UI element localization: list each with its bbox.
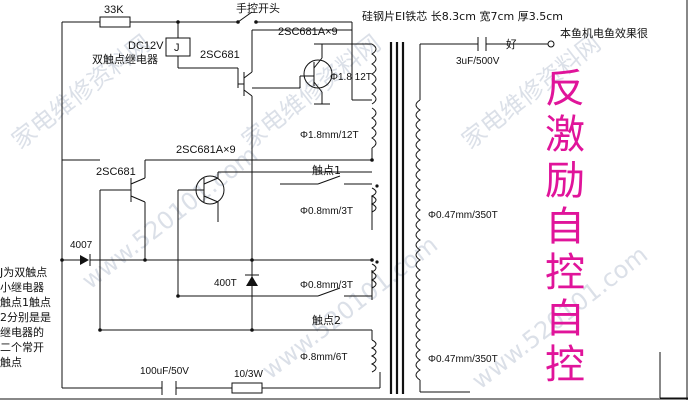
- label-core: 硅钢片EI铁芯 长8.3cm 宽7cm 厚3.5cm: [362, 9, 563, 23]
- transistor-q1: [238, 71, 253, 97]
- note-line: 2分别是是: [0, 311, 51, 324]
- label-w3: Φ0.8mm/3T: [300, 206, 353, 217]
- label-output: 本鱼机电鱼效果很: [560, 26, 648, 40]
- label-good: 好: [506, 37, 517, 51]
- capacitor-bottom: [161, 381, 177, 395]
- label-res-bottom: 10/3W: [234, 369, 263, 380]
- component-labels: 33K 手控开头 硅钢片EI铁芯 长8.3cm 宽7cm 厚3.5cm DC12…: [70, 1, 648, 380]
- label-sec1: Φ0.47mm/350T: [428, 210, 498, 221]
- label-contact2: 触点2: [312, 313, 341, 327]
- watermark-text: www.520101.com: [76, 140, 263, 294]
- label-relay-voltage: DC12V: [128, 40, 164, 52]
- label-cap-out: 3uF/500V: [456, 56, 500, 67]
- label-q-top: 2SC681A×9: [278, 26, 338, 38]
- title-column: 反 激 励 自 控 自 控: [545, 66, 585, 388]
- title-char: 控: [545, 342, 585, 388]
- relay-coil: J: [165, 37, 191, 57]
- note-line: J为双触点: [0, 265, 47, 279]
- watermark-text: www.520101.com: [256, 230, 443, 384]
- secondary-winding: [415, 99, 421, 381]
- diode-2: [245, 274, 259, 286]
- note-line: 继电器的: [0, 325, 44, 339]
- label-r-top: 33K: [104, 4, 124, 16]
- label-w1: Φ1.8 12T: [330, 72, 372, 83]
- title-char: 激: [545, 112, 585, 158]
- label-cap-bottom: 100uF/50V: [140, 366, 189, 377]
- transistor-bank-mid: [195, 175, 225, 205]
- resistor-bottom: [231, 382, 263, 394]
- note-line: 触点1触点: [0, 295, 51, 309]
- label-relay-type: 双触点继电器: [92, 52, 158, 66]
- capacitor-output: [477, 37, 487, 51]
- note-line: 二个常开: [0, 341, 44, 354]
- title-char: 自: [545, 296, 585, 342]
- transistor-q2: [125, 177, 146, 203]
- label-switch: 手控开头: [236, 1, 280, 15]
- primary-windings: [370, 43, 379, 373]
- note-line: 小继电器: [0, 281, 44, 294]
- transformer-core: [389, 42, 405, 394]
- label-diode2: 400T: [214, 278, 237, 289]
- transistor-bank-top: [300, 44, 333, 93]
- title-char: 反: [545, 66, 585, 112]
- label-w4: Φ0.8mm/3T: [300, 280, 353, 291]
- note-line: 触点: [0, 355, 22, 369]
- label-q2: 2SC681: [96, 166, 136, 178]
- label-w5: Φ.8mm/6T: [300, 352, 347, 363]
- diode-1: [80, 254, 91, 266]
- label-contact1: 触点1: [312, 163, 341, 177]
- relay-note: J为双触点 小继电器 触点1触点 2分别是是 继电器的 二个常开 触点: [0, 265, 51, 369]
- output-terminal: [547, 40, 555, 48]
- label-q-mid: 2SC681A×9: [176, 144, 236, 156]
- label-sec2: Φ0.47mm/350T: [428, 354, 498, 365]
- label-diode1: 4007: [70, 240, 93, 251]
- title-char: 自: [545, 204, 585, 250]
- resistor-33k: [99, 16, 131, 28]
- label-q1: 2SC681: [200, 49, 240, 61]
- title-char: 控: [545, 250, 585, 296]
- label-w2: Φ1.8mm/12T: [300, 130, 359, 141]
- relay-letter: J: [174, 42, 180, 54]
- title-char: 励: [545, 158, 585, 204]
- wiring: [60, 11, 688, 399]
